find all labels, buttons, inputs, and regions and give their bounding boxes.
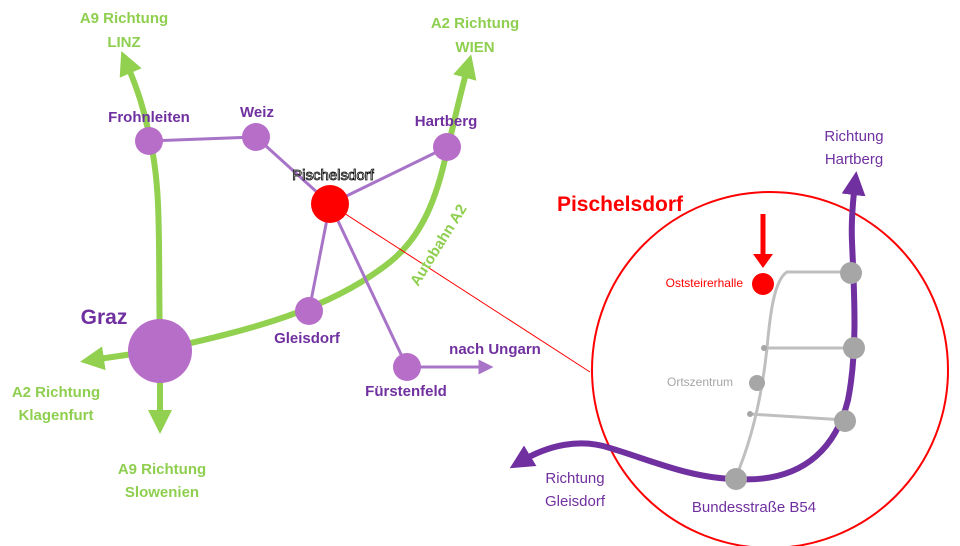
a9-slowenien-label-1: A9 Richtung <box>118 461 206 478</box>
graz-node <box>128 319 192 383</box>
junction-north <box>840 262 862 284</box>
a2-klagenfurt-label-1: A2 Richtung <box>12 384 100 401</box>
road-pischelsdorf-fuerstenfeld <box>328 203 409 368</box>
local-road-lower <box>749 412 846 422</box>
ortszentrum-node <box>749 375 765 391</box>
a9-linz-label-2: LINZ <box>107 34 140 51</box>
a9-slowenien-label-2: Slowenien <box>125 484 199 501</box>
a2-wien-label-2: WIEN <box>455 39 494 56</box>
fuerstenfeld-node <box>393 353 421 381</box>
road-frohnleiten-weiz <box>148 135 257 143</box>
road-hartberg-pischelsdorf <box>329 145 448 206</box>
richtung-hartberg-label-1: Richtung <box>824 128 883 145</box>
small-junction-1 <box>761 345 767 351</box>
weiz-label: Weiz <box>240 104 274 121</box>
ungarn-label: nach Ungarn <box>449 341 541 358</box>
frohnleiten-label: Frohnleiten <box>108 109 190 126</box>
richtung-gleisdorf-label-1: Richtung <box>545 470 604 487</box>
a2-wien-label-1: A2 Richtung <box>431 15 519 32</box>
detail-connector-line <box>329 203 591 373</box>
bundesstrasse-label: Bundesstraße B54 <box>692 499 816 516</box>
hartberg-node <box>433 133 461 161</box>
richtung-hartberg-label-2: Hartberg <box>825 151 883 168</box>
a9-north-road <box>119 50 163 355</box>
frohnleiten-node <box>135 127 163 155</box>
weiz-node <box>242 123 270 151</box>
pischelsdorf-label: Pischelsdorf <box>292 167 375 184</box>
a9-linz-label-1: A9 Richtung <box>80 10 168 27</box>
motorway-a2-label: Autobahn A2 <box>407 201 471 289</box>
richtung-gleisdorf-label-2: Gleisdorf <box>545 493 606 510</box>
gleisdorf-label: Gleisdorf <box>274 330 341 347</box>
gleisdorf-node <box>295 297 323 325</box>
pischelsdorf-node <box>311 185 349 223</box>
fuerstenfeld-label: Fürstenfeld <box>365 383 447 400</box>
b54-road-to-hartberg <box>732 171 866 483</box>
junction-middle <box>843 337 865 359</box>
junction-south <box>834 410 856 432</box>
detail-circle <box>591 191 949 546</box>
hartberg-label: Hartberg <box>415 113 478 130</box>
oststeirerhalle-node <box>752 273 774 295</box>
graz-label: Graz <box>81 306 128 329</box>
a2-klagenfurt-label-2: Klagenfurt <box>19 407 94 424</box>
oststeirerhalle-label: Oststeirerhalle <box>666 276 744 290</box>
small-junction-2 <box>747 411 753 417</box>
oststeirerhalle-arrow-head <box>753 254 773 268</box>
detail-title: Pischelsdorf <box>557 193 684 216</box>
junction-b54 <box>725 468 747 490</box>
ortszentrum-label: Ortszentrum <box>667 375 733 389</box>
a2-east-road <box>157 54 477 353</box>
local-road-main <box>733 270 851 480</box>
b54-road-to-gleisdorf <box>509 440 738 482</box>
